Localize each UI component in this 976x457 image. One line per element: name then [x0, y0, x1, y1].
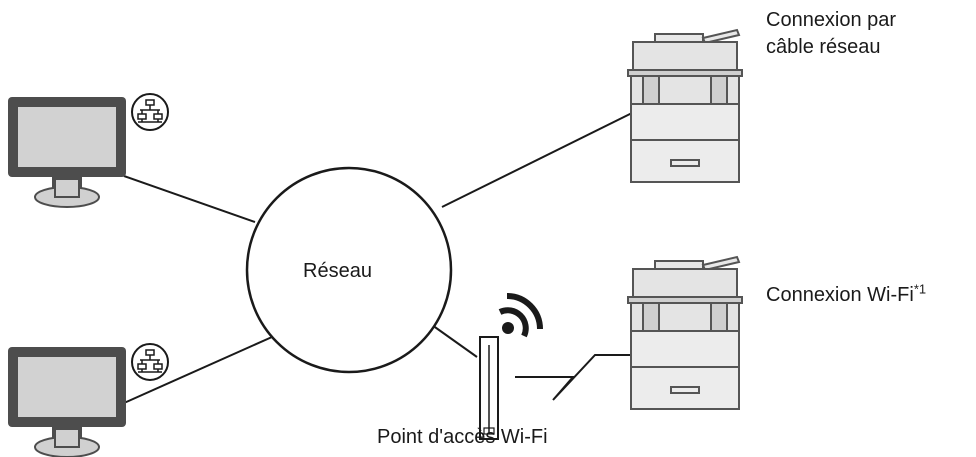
wireless-link [515, 354, 632, 401]
desktop-monitor-icon [7, 346, 127, 457]
link-network-ap [431, 324, 478, 358]
link-network-printer1 [441, 111, 635, 208]
wifi-connection-label: Connexion Wi-Fi*1 [766, 281, 927, 308]
access-point-label: Point d'accès Wi-Fi [377, 426, 548, 448]
lan-network-icon [131, 343, 169, 381]
desktop-monitor-icon [7, 96, 127, 208]
footnote-marker: *1 [913, 281, 927, 297]
lan-network-icon [131, 93, 169, 131]
network-circle [245, 166, 453, 374]
wired-connection-label-line1: Connexion par [766, 9, 897, 31]
link-pc1-network [123, 175, 256, 223]
multifunction-printer-icon [627, 256, 743, 410]
multifunction-printer-icon [627, 29, 743, 183]
network-label: Réseau [303, 260, 372, 282]
wifi-access-point-icon [479, 336, 499, 440]
wifi-signal-icon [498, 293, 543, 338]
wired-connection-label-line2: câble réseau [766, 36, 881, 58]
wifi-connection-text: Connexion Wi-Fi [766, 284, 914, 306]
link-pc2-network [123, 336, 273, 404]
